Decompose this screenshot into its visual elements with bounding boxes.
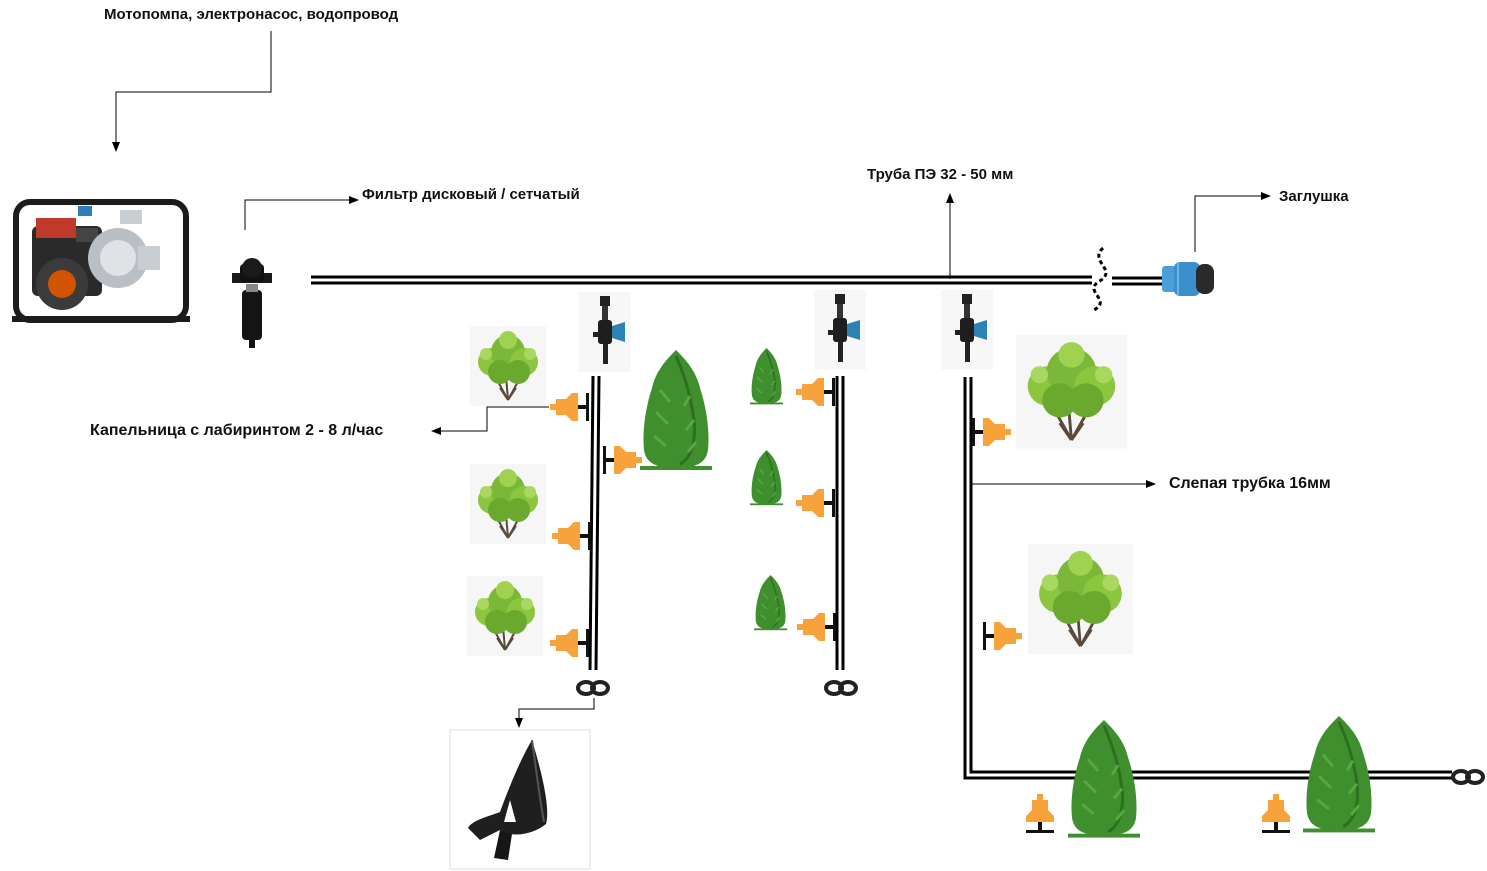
start-valve-icon [579, 292, 631, 372]
conifer-icon [1066, 718, 1142, 840]
shrub-icon [1026, 542, 1135, 656]
dripper-icon [796, 489, 835, 517]
disc-filter-icon [232, 258, 272, 348]
lateral-line-3 [963, 377, 1452, 780]
conifer-icon [638, 348, 714, 472]
start-valve-icon [814, 290, 866, 370]
dripper-icon [550, 393, 589, 421]
blind-tube-label: Слепая трубка 16мм [1169, 475, 1331, 492]
pump-label: Мотопомпа, электронасос, водопровод [104, 6, 399, 23]
filter-connector [244, 196, 359, 230]
dripper-icon [1026, 794, 1054, 833]
conifer-icon [1301, 714, 1377, 834]
main-pipe-label: Труба ПЭ 32 - 50 мм [867, 166, 1014, 183]
dripper-icon [550, 629, 589, 657]
shrub-icon [1014, 333, 1129, 451]
dripper-icon [983, 622, 1022, 650]
figure-eight-end-icon [576, 680, 610, 696]
filter-label: Фильтр дисковый / сетчатый [362, 186, 580, 203]
end-plug-icon [1162, 262, 1214, 296]
conifer-icon [749, 347, 784, 406]
dripper-icon [972, 418, 1011, 446]
plug-connector [1194, 192, 1271, 252]
water-pump-icon [12, 199, 190, 323]
dripper-icon [552, 522, 591, 550]
figure-eight-end-icon [1451, 769, 1485, 785]
conifer-icon [749, 449, 784, 506]
start-valve-icon [941, 290, 993, 370]
main-pipe [311, 275, 1162, 286]
end-plug-label: Заглушка [1279, 188, 1349, 205]
dripper-icon [796, 378, 835, 406]
stake-connector [515, 698, 595, 728]
pipe-break-symbol [1092, 246, 1108, 312]
shrub-icon [466, 575, 544, 657]
conifer-icon [753, 574, 788, 631]
dripper-icon [603, 446, 642, 474]
figure-eight-end-icon [824, 680, 858, 696]
dripper-icon [797, 613, 836, 641]
pump-connector [112, 31, 272, 152]
dripper-connector [431, 406, 549, 435]
shrub-icon [469, 463, 547, 545]
lateral-line-2 [835, 376, 845, 670]
spike-stake-icon [449, 729, 591, 870]
shrub-icon [469, 325, 547, 407]
lateral-line-1 [588, 375, 601, 671]
dripper-label: Капельница с лабиринтом 2 - 8 л/час [90, 422, 384, 439]
dripper-icon [1262, 794, 1290, 833]
